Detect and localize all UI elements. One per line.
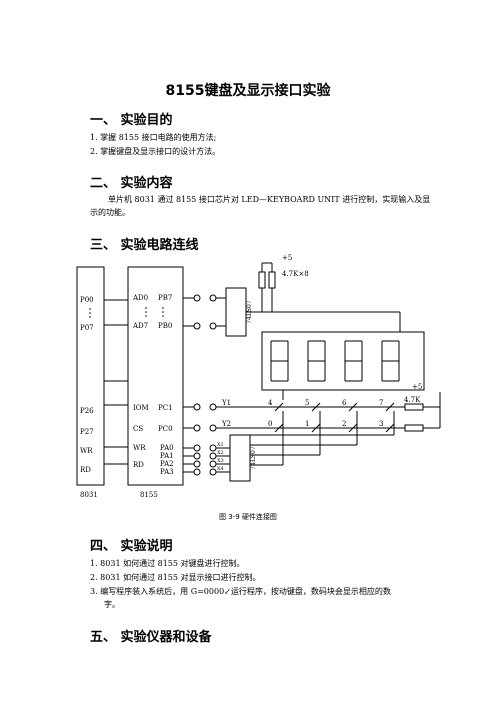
section-heading-2: 二、 实验内容: [90, 176, 173, 191]
chip-8031-label: 8031: [80, 491, 98, 499]
resistor-row-1: [404, 403, 424, 411]
x-label-3: X3: [217, 458, 224, 464]
key-3: 3: [379, 420, 383, 428]
buffer-bottom-74ls07: [229, 434, 251, 482]
pin-8155-ad0: AD0: [132, 294, 148, 302]
section-4-item-1: 1. 8031 如何通过 8155 对键盘进行控制。: [90, 559, 245, 568]
diagram-caption: 图 3-9 硬件连接图: [219, 513, 277, 521]
power-label-right: +5: [412, 383, 422, 391]
section-heading-1: 一、 实验目的: [90, 113, 173, 128]
pin-8155-pb0: PB0: [158, 322, 172, 330]
section-heading-5: 五、 实验仪器和设备: [90, 630, 212, 645]
x-label-1: X1: [217, 442, 224, 448]
pullup-resistor-2: [268, 271, 276, 289]
key-2: 2: [342, 420, 346, 428]
pin-8031-p26: P26: [80, 407, 94, 415]
key-0: 0: [268, 420, 272, 428]
row-label-y2: Y2: [221, 420, 231, 428]
section-4-item-3-cont: 字。: [104, 600, 120, 609]
hardware-connection-diagram: P00 P07 P26 P27 WR RD AD0 AD7 IOM CS WR …: [76, 254, 441, 499]
buffer-top-74ls07: [225, 287, 247, 337]
chip-8031-body: [76, 266, 105, 486]
key-7: 7: [379, 399, 383, 407]
pullup-resistor-1: [258, 271, 266, 289]
key-5: 5: [305, 399, 309, 407]
pin-8031-p27: P27: [80, 428, 94, 436]
pin-8031-wr: WR: [80, 447, 93, 455]
pin-8155-rd: RD: [133, 461, 144, 469]
row-label-y1: Y1: [221, 399, 231, 407]
pin-8155-pb7: PB7: [158, 294, 172, 302]
chip-8155-body: [127, 266, 184, 486]
resistor-row-2: [404, 424, 424, 432]
x-label-4: X4: [217, 466, 224, 472]
pin-8155-cs: CS: [133, 425, 143, 433]
section-4-item-3: 3. 编写程序装入系统后，用 G=0000↙运行程序，按动键盘，数码块会显示相应…: [90, 587, 391, 596]
pin-8155-iom: IOM: [133, 404, 149, 412]
pin-8155-pa2: PA2: [160, 460, 174, 468]
section-heading-4: 四、 实验说明: [90, 539, 173, 554]
resistor-label-right: 4.7K: [404, 396, 421, 404]
pin-8155-pa0: PA0: [160, 444, 174, 452]
pullup-label: 4.7K×8: [282, 270, 309, 278]
section-2-paragraph: 单片机 8031 通过 8155 接口芯片对 LED—KEYBOARD UNIT…: [90, 195, 431, 217]
x-label-2: X2: [217, 450, 224, 456]
key-4: 4: [268, 399, 273, 407]
pin-8031-p00: P00: [80, 296, 94, 304]
page-title: 8155键盘及显示接口实验: [165, 83, 331, 99]
section-1-item-2: 2. 掌握键盘及显示接口的设计方法。: [90, 147, 221, 156]
section-heading-3: 三、 实验电路连线: [90, 238, 199, 253]
pin-8155-pc0: PC0: [158, 425, 173, 433]
chip-8155-label: 8155: [140, 491, 158, 499]
section-4-item-2: 2. 8031 如何通过 8155 对显示接口进行控制。: [90, 573, 261, 582]
key-1: 1: [305, 420, 309, 428]
pin-8155-pa1: PA1: [160, 452, 174, 460]
pin-8031-p07: P07: [80, 324, 94, 332]
pin-8155-pa3: PA3: [160, 468, 174, 476]
pin-8031-rd: RD: [80, 466, 91, 474]
key-6: 6: [342, 399, 347, 407]
pin-8155-pc1: PC1: [158, 404, 173, 412]
pin-8155-ad7: AD7: [132, 322, 148, 330]
power-label-top: +5: [282, 254, 292, 262]
buffer-bottom-label: 74LS07: [250, 446, 257, 470]
led-display-module: [261, 331, 425, 391]
buffer-top-label: 74LS07: [246, 300, 253, 324]
section-1-item-1: 1. 掌握 8155 接口电路的使用方法;: [90, 133, 217, 142]
pin-8155-wr: WR: [133, 444, 146, 452]
